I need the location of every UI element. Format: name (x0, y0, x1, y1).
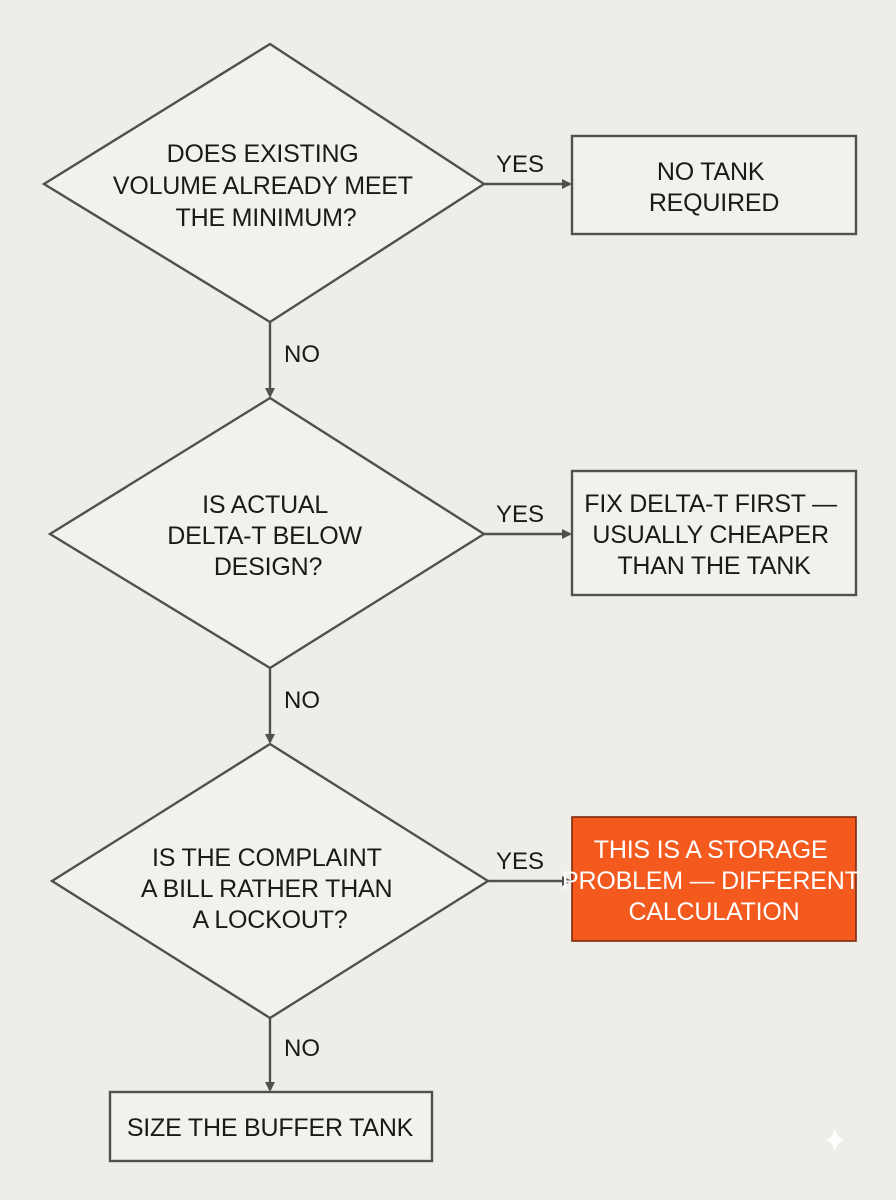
decision-3: IS THE COMPLAINT A BILL RATHER THAN A LO… (49, 742, 491, 1020)
decision-1: DOES EXISTING VOLUME ALREADY MEET THE MI… (41, 42, 487, 324)
decision-2-line-1: IS ACTUAL (202, 491, 328, 519)
outcome-1-line-2: REQUIRED (649, 189, 779, 217)
outcome-2-line-2: USUALLY CHEAPER (592, 521, 828, 549)
terminal-line-1: SIZE THE BUFFER TANK (127, 1114, 414, 1142)
outcome-1-box (570, 134, 858, 236)
outcome-3-text: THIS IS A STORAGE PROBLEM — DIFFERENT CA… (562, 836, 866, 926)
terminal-box (108, 1090, 434, 1163)
outcome-2-text: FIX DELTA-T FIRST — USUALLY CHEAPER THAN… (584, 490, 843, 580)
decision-2-yes-label: YES (496, 501, 544, 528)
outcome-2-line-1: FIX DELTA-T FIRST — (584, 490, 837, 518)
outcome-2: FIX DELTA-T FIRST — USUALLY CHEAPER THAN… (570, 469, 858, 597)
decision-3-text: IS THE COMPLAINT A BILL RATHER THAN A LO… (141, 844, 399, 934)
outcome-1: NO TANK REQUIRED (570, 134, 858, 236)
decision-1-line-2: VOLUME ALREADY MEET (113, 172, 413, 200)
terminal: SIZE THE BUFFER TANK (108, 1090, 434, 1163)
decision-2-text: IS ACTUAL DELTA-T BELOW DESIGN? (167, 491, 368, 581)
decision-1-no-label: NO (284, 341, 320, 368)
terminal-text: SIZE THE BUFFER TANK (127, 1114, 414, 1142)
decision-2: IS ACTUAL DELTA-T BELOW DESIGN? (47, 396, 487, 670)
decision-3-line-3: A LOCKOUT? (193, 906, 348, 934)
decision-1-yes-label: YES (496, 151, 544, 178)
outcome-2-box (570, 469, 858, 597)
decision-3-yes-label: YES (496, 848, 544, 875)
outcome-3-box (571, 816, 857, 942)
outcome-3-line-1: THIS IS A STORAGE (594, 836, 828, 864)
outcome-3-line-3: CALCULATION (629, 898, 800, 926)
outcome-1-line-1: NO TANK (657, 158, 765, 186)
outcome-1-text: NO TANK REQUIRED (649, 158, 779, 217)
outcome-2-line-3: THAN THE TANK (617, 552, 811, 580)
decision-3-line-2: A BILL RATHER THAN (141, 875, 393, 903)
sparkle-icon (825, 1128, 845, 1152)
decision-3-no-label: NO (284, 1035, 320, 1062)
decision-1-line-3: THE MINIMUM? (176, 204, 357, 232)
decision-2-line-2: DELTA-T BELOW (167, 522, 362, 550)
outcome-3-line-2: PROBLEM — DIFFERENT (562, 867, 860, 895)
decision-2-no-label: NO (284, 687, 320, 714)
outcome-3: THIS IS A STORAGE PROBLEM — DIFFERENT CA… (562, 816, 866, 942)
decision-1-text: DOES EXISTING VOLUME ALREADY MEET THE MI… (113, 140, 419, 232)
decision-2-line-3: DESIGN? (214, 553, 322, 581)
decision-1-line-1: DOES EXISTING (167, 140, 359, 168)
decision-3-line-1: IS THE COMPLAINT (152, 844, 382, 872)
